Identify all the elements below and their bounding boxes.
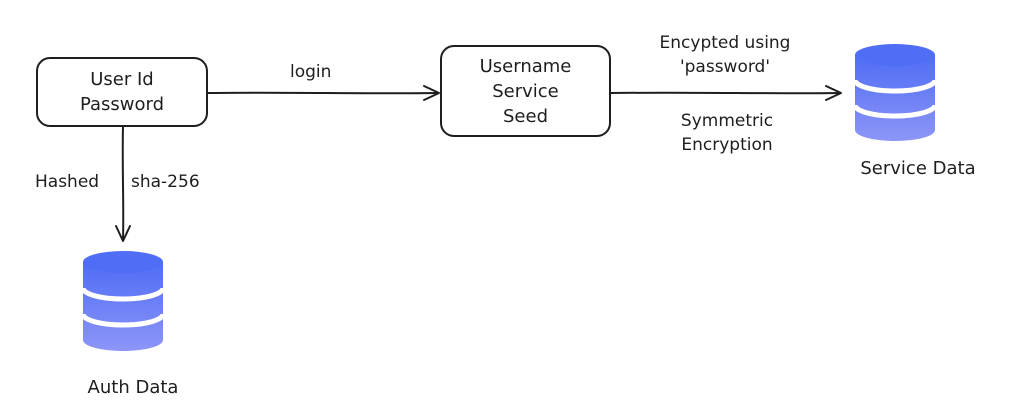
service-node-line-2: Service: [492, 80, 559, 102]
auth-data-database-icon: [80, 251, 166, 351]
symmetric-label-line-2: Encryption: [681, 135, 773, 155]
encrypted-using-label: Encypted using 'password': [660, 31, 791, 79]
hashed-edge-label: Hashed: [35, 172, 100, 192]
hash-arrow: [115, 124, 131, 242]
service-node-line-1: Username: [479, 55, 572, 77]
auth-data-caption: Auth Data: [87, 377, 179, 398]
user-node-line-2: Password: [79, 94, 165, 115]
encryption-arrow: [610, 85, 842, 101]
user-node-line-1: User Id: [90, 69, 154, 90]
sha256-edge-label: sha-256: [131, 172, 200, 192]
login-arrow: [207, 85, 440, 101]
symmetric-encryption-label: Symmetric Encryption: [681, 109, 773, 157]
encrypted-label-line-1: Encypted using: [659, 33, 791, 53]
symmetric-label-line-1: Symmetric: [680, 111, 774, 131]
service-data-database-icon: [852, 44, 938, 141]
encrypted-label-line-2: 'password': [679, 57, 771, 77]
service-data-caption: Service Data: [860, 158, 976, 179]
service-node-line-3: Seed: [503, 105, 548, 127]
user-credentials-node: User Id Password: [36, 57, 208, 127]
service-seed-node: Username Service Seed: [440, 45, 611, 137]
login-edge-label: login: [290, 62, 332, 82]
